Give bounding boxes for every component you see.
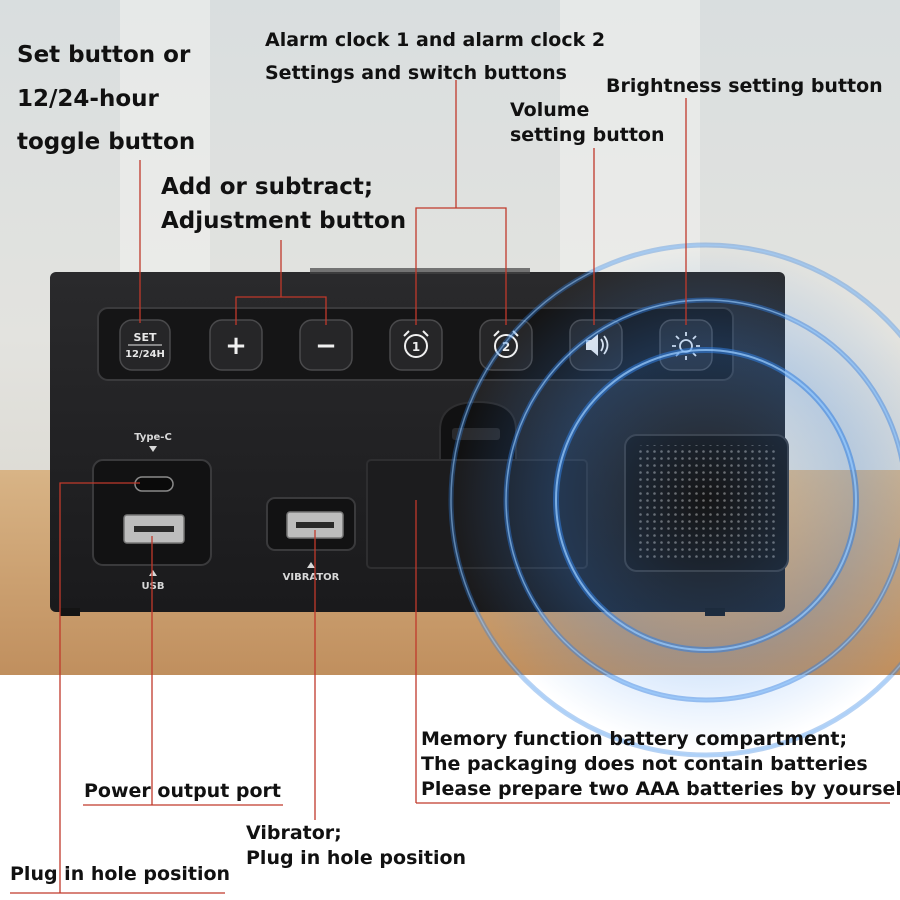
plug-hole-label: Plug in hole position <box>10 863 231 885</box>
typec-port[interactable] <box>134 476 174 492</box>
battery-label-line1: Memory function battery compartment; <box>421 728 848 750</box>
alarm2-key-label: 2 <box>502 340 510 354</box>
typec-port-label: Type-C <box>134 432 172 443</box>
set-button-label-line1: Set button or <box>17 42 191 68</box>
set-key-bottom: 12/24H <box>125 349 165 360</box>
set-button-label-line2: 12/24-hour <box>17 86 159 112</box>
alarm-label-line2: Settings and switch buttons <box>265 62 567 84</box>
adjust-button-label-line1: Add or subtract; <box>161 174 374 200</box>
sound-waves <box>448 242 900 758</box>
alarm1-key-label: 1 <box>412 340 420 354</box>
set-button-label-line3: toggle button <box>17 129 196 155</box>
vibrator-port-label: VIBRATOR <box>283 572 340 583</box>
alarm-clock-icon <box>403 330 429 358</box>
battery-label-line2: The packaging does not contain batteries <box>421 753 868 775</box>
adjust-button-label-line2: Adjustment button <box>161 208 407 234</box>
vibrator-label-line2: Plug in hole position <box>246 847 467 869</box>
brightness-label: Brightness setting button <box>606 75 883 97</box>
minus-key-label: − <box>315 331 337 361</box>
power-output-label: Power output port <box>84 780 281 802</box>
vibrator-label-line1: Vibrator; <box>246 822 342 844</box>
plus-key-label: + <box>225 331 247 361</box>
usb-port-label: USB <box>142 581 165 592</box>
set-key-top: SET <box>134 331 157 344</box>
volume-label-line2: setting button <box>510 124 665 146</box>
alarm-label-line1: Alarm clock 1 and alarm clock 2 <box>265 29 606 51</box>
volume-label-line1: Volume <box>510 99 590 121</box>
battery-label-line3: Please prepare two AAA batteries by your… <box>421 778 900 800</box>
leader-lines <box>10 80 890 894</box>
